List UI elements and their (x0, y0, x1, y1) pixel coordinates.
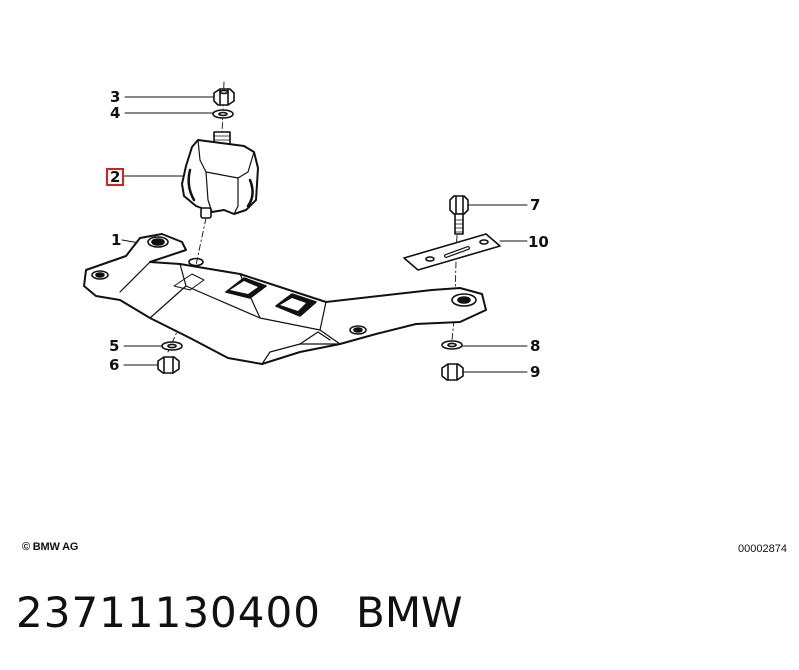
washer-lower-left (161, 341, 183, 351)
callout-1[interactable]: 1 (111, 231, 122, 249)
callout-4[interactable]: 4 (110, 104, 121, 122)
crossmember (83, 233, 487, 365)
callout-7[interactable]: 7 (530, 196, 541, 214)
callout-3[interactable]: 3 (110, 88, 121, 106)
plate (403, 233, 501, 271)
part-number: 23711130400 (16, 588, 321, 637)
washer-top (212, 109, 234, 119)
brand-name: BMW (356, 588, 463, 637)
washer-lower-right (441, 340, 463, 350)
diagram-id: 00002874 (738, 543, 787, 555)
nut-lower-left (157, 356, 180, 374)
parts-diagram (83, 81, 528, 381)
copyright-notice: © BMW AG (22, 541, 79, 553)
callout-10[interactable]: 10 (528, 233, 549, 251)
callout-8[interactable]: 8 (530, 337, 541, 355)
callout-2[interactable]: 2 (106, 168, 125, 186)
leader-lines (121, 96, 528, 373)
callout-5[interactable]: 5 (109, 337, 120, 355)
nut-top (213, 88, 235, 106)
bolt (449, 195, 469, 235)
callout-6[interactable]: 6 (109, 356, 120, 374)
nut-lower-right (441, 363, 464, 381)
callout-9[interactable]: 9 (530, 363, 541, 381)
rubber-mount (181, 131, 259, 219)
